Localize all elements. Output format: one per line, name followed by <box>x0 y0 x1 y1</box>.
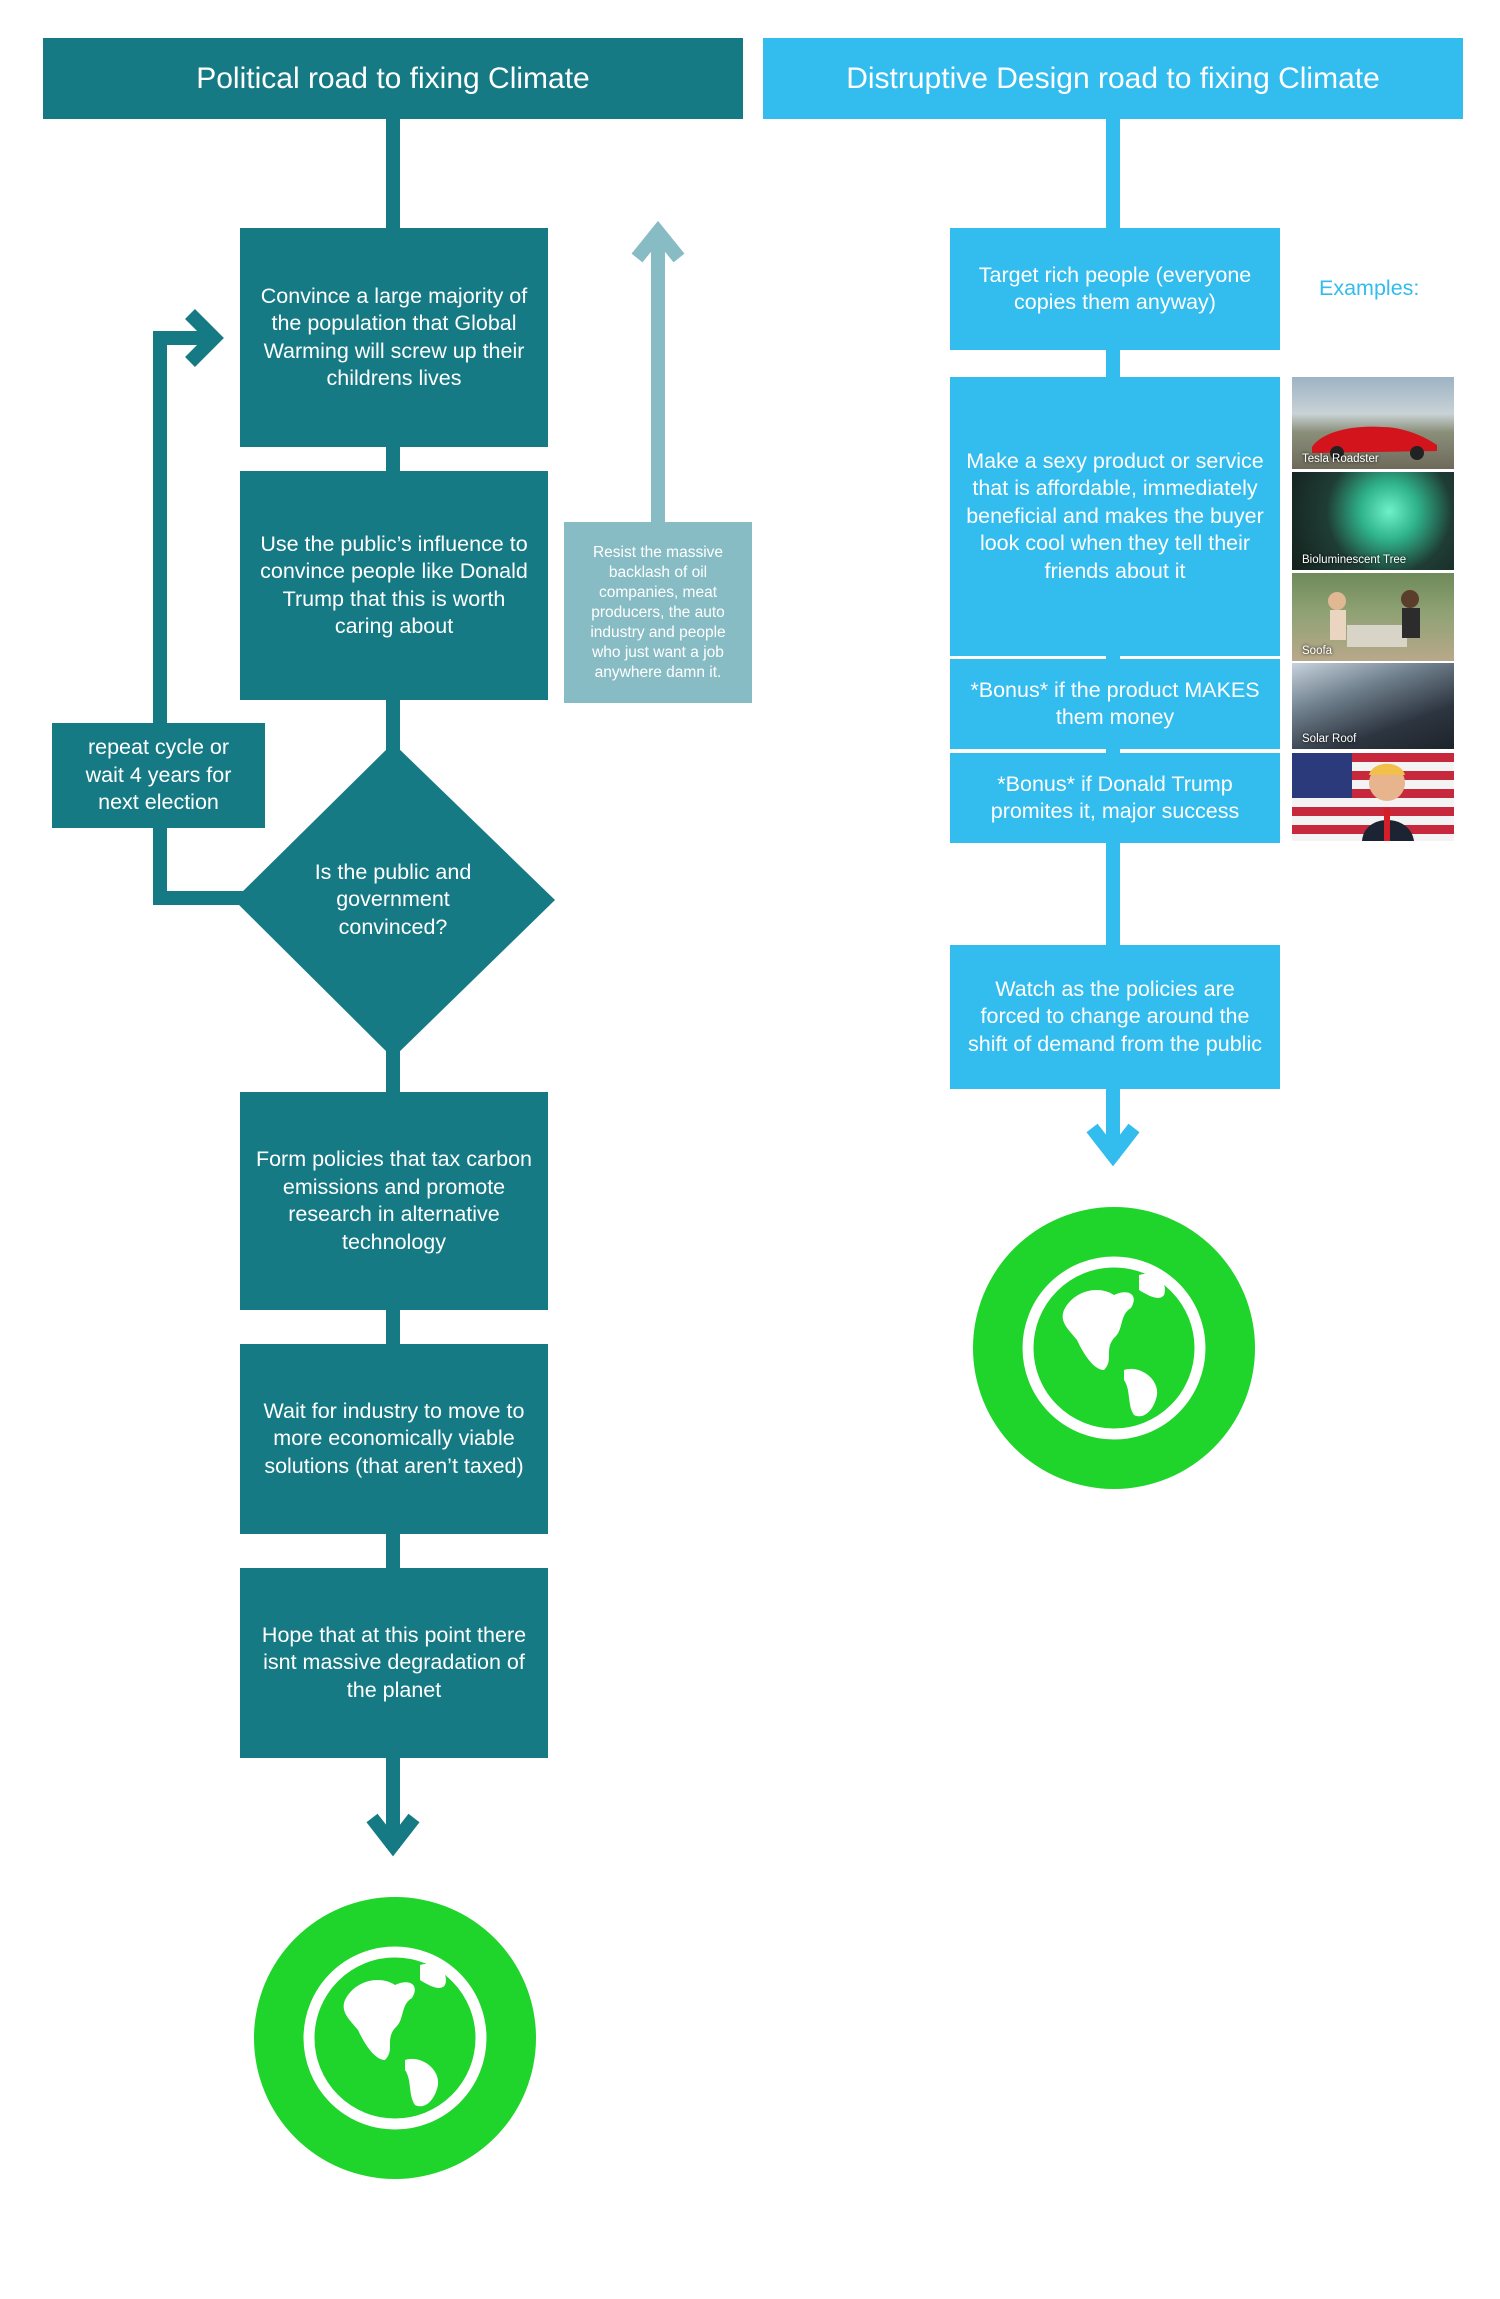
political-end-arrow <box>366 1813 420 1857</box>
repeat-cycle-text: repeat cycle or wait 4 years for next el… <box>85 735 232 815</box>
trump-flag-photo-art <box>1292 753 1414 841</box>
political-step-wait-industry: Wait for industry to move to more econom… <box>240 1344 548 1534</box>
backlash-arrow-head <box>631 220 685 263</box>
decision-text: Is the public and government convinced? <box>314 859 472 939</box>
disruptive-earth-globe-icon <box>973 1207 1255 1489</box>
political-step2-text: Use the public’s influence to convince p… <box>260 531 528 639</box>
example-soofa-photo: Soofa <box>1292 573 1454 661</box>
disruptive-bonus2-text: *Bonus* if Donald Trump promites it, maj… <box>990 771 1240 824</box>
political-step-hope: Hope that at this point there isnt massi… <box>240 1568 548 1758</box>
example-label-tree: Bioluminescent Tree <box>1302 554 1407 566</box>
political-step3-text: Form policies that tax carbon emissions … <box>255 1147 533 1254</box>
example-solar-roof-photo: Solar Roof <box>1292 663 1454 749</box>
example-bioluminescent-tree-photo: Bioluminescent Tree <box>1292 472 1454 570</box>
political-header: Political road to fixing Climate <box>43 38 743 119</box>
political-header-text: Political road to fixing Climate <box>196 61 590 95</box>
repeat-loop-line <box>153 331 258 905</box>
repeat-cycle-note: repeat cycle or wait 4 years for next el… <box>52 723 265 828</box>
disruptive-step2-text: Make a sexy product or service that is a… <box>966 448 1264 583</box>
political-step-convince-public: Convince a large majority of the populat… <box>240 228 548 447</box>
political-step-influence-leaders: Use the public’s influence to convince p… <box>240 471 548 700</box>
smart-bench-photo-art <box>1328 590 1420 647</box>
disruptive-header-text: Distruptive Design road to fixing Climat… <box>846 61 1380 95</box>
backlash-arrow-shaft <box>651 236 665 524</box>
example-trump-photo <box>1292 753 1454 841</box>
political-step-form-policies: Form policies that tax carbon emissions … <box>240 1092 548 1310</box>
political-step1-text: Convince a large majority of the populat… <box>260 283 528 391</box>
disruptive-end-arrow <box>1086 1123 1140 1167</box>
decision-question: Is the public and government convinced? <box>290 850 496 950</box>
decision-diamond <box>234 743 555 1058</box>
political-step5-text: Hope that at this point there isnt massi… <box>261 1622 527 1702</box>
backlash-note-text: Resist the massive backlash of oil compa… <box>590 543 726 681</box>
political-step4-text: Wait for industry to move to more econom… <box>263 1398 525 1478</box>
disruptive-step3-text: Watch as the policies are forced to chan… <box>968 976 1262 1056</box>
example-label-solar: Solar Roof <box>1302 733 1357 745</box>
disruptive-step1-text: Target rich people (everyone copies them… <box>978 262 1252 315</box>
disruptive-step-target-rich: Target rich people (everyone copies them… <box>950 228 1280 350</box>
example-label-soofa: Soofa <box>1302 645 1333 657</box>
example-tesla-roadster-photo: Tesla Roadster <box>1292 377 1454 469</box>
disruptive-bonus1-text: *Bonus* if the product MAKES them money <box>970 677 1260 730</box>
examples-label: Examples: <box>1319 276 1420 300</box>
example-label-tesla: Tesla Roadster <box>1302 453 1379 465</box>
sports-car-photo-art <box>1312 426 1437 460</box>
backlash-note: Resist the massive backlash of oil compa… <box>564 522 752 703</box>
political-earth-globe-icon <box>254 1897 536 2179</box>
disruptive-header: Distruptive Design road to fixing Climat… <box>763 38 1463 119</box>
disruptive-bonus-trump: *Bonus* if Donald Trump promites it, maj… <box>950 753 1280 843</box>
disruptive-step-sexy-product: Make a sexy product or service that is a… <box>950 377 1280 656</box>
repeat-loop-arrowhead <box>185 309 224 367</box>
disruptive-bonus-money: *Bonus* if the product MAKES them money <box>950 659 1280 749</box>
disruptive-step-watch-policies: Watch as the policies are forced to chan… <box>950 945 1280 1089</box>
